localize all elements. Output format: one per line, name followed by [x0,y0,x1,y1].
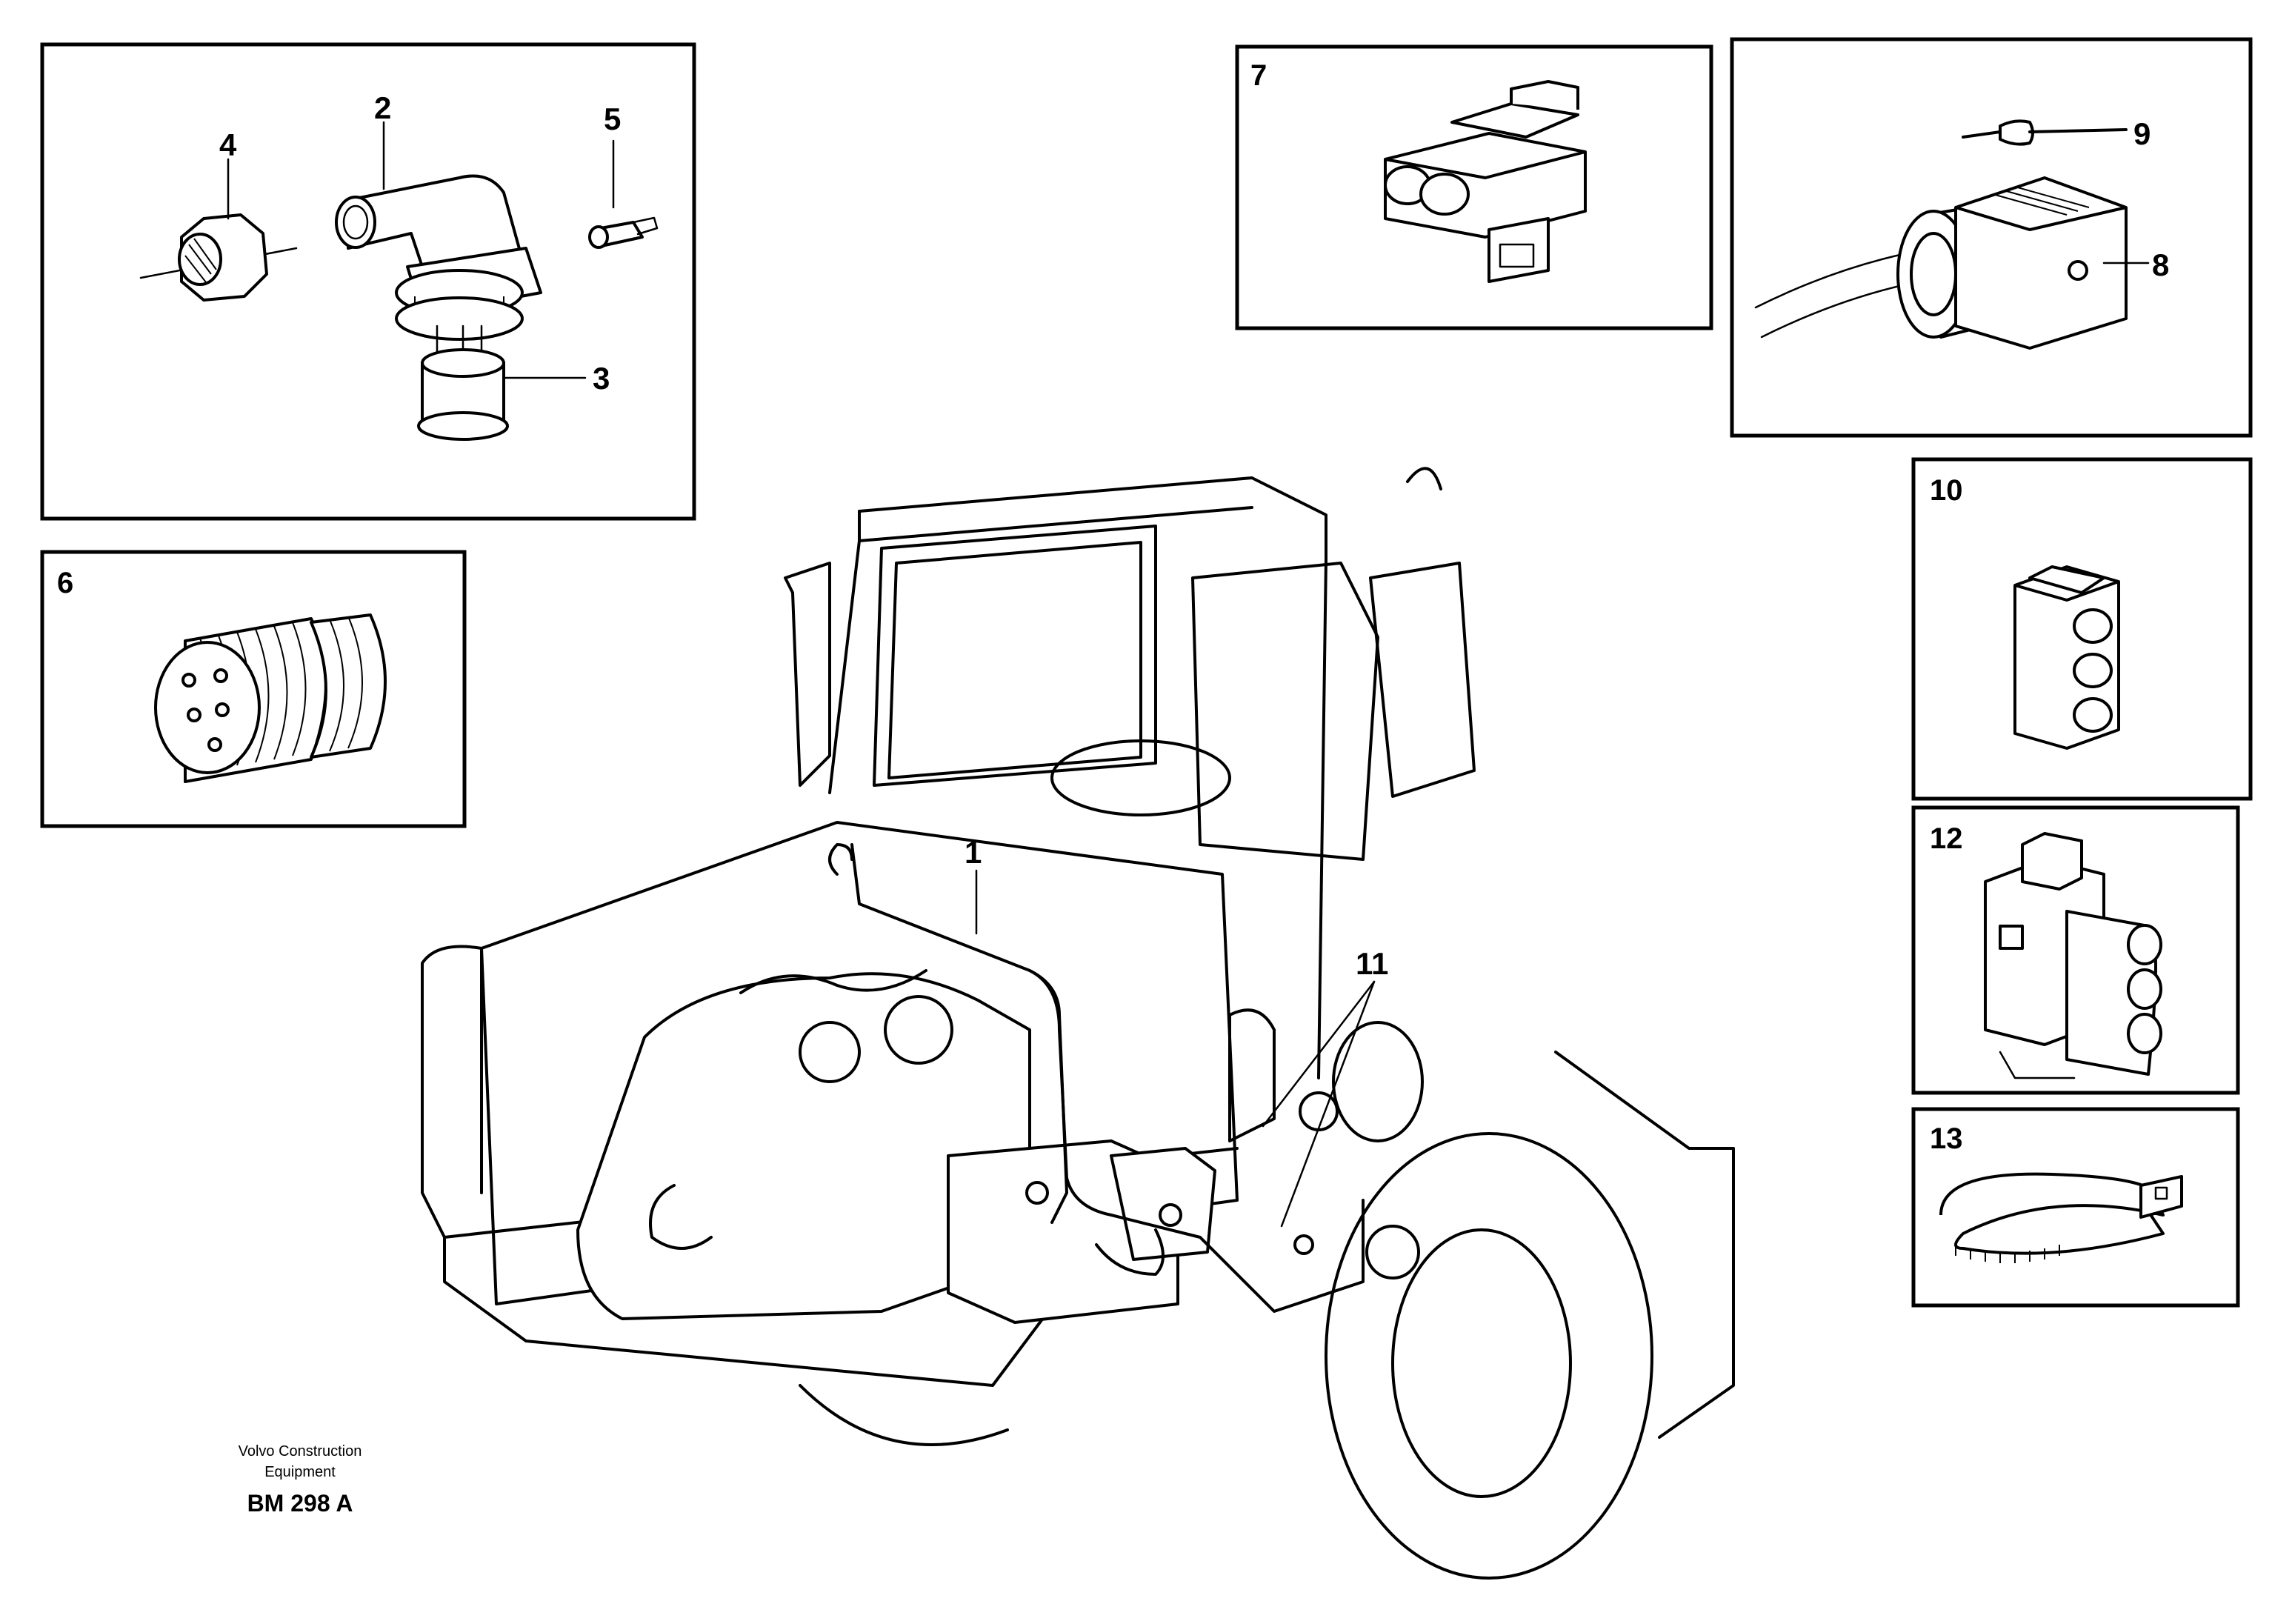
panel-label-7: 7 [1250,59,1267,92]
panel-label-13: 13 [1930,1122,1963,1155]
terminal-part [588,216,659,249]
round-connector-part [154,613,387,783]
drawing-reference: BM 298 A [247,1490,353,1517]
callout-4: 4 [219,127,237,162]
panel-connector-parts: 4 2 3 5 [40,42,696,521]
panel-label-6: 6 [57,567,73,599]
elbow-part [335,174,542,341]
angle-connector-part [1754,176,2128,350]
bracket-connector-part [1984,832,2162,1079]
panel-cable-tie: 13 [1911,1107,2240,1308]
machine-illustration [421,467,1735,1580]
nut-part [139,213,298,302]
panel-angle-connector: 9 8 [1730,37,2253,438]
maker-name-line1: Volvo Construction [239,1443,362,1460]
panel-3pin-connector: 10 [1911,457,2253,801]
callout-11: 11 [1356,946,1388,981]
panel-round-connector: 6 [40,550,467,828]
callout-1: 1 [965,835,982,870]
panel-label-12: 12 [1930,822,1963,855]
callout-2: 2 [374,90,391,125]
callout-5: 5 [604,102,621,136]
panel-2pin-connector: 7 [1235,44,1713,330]
three-pin-connector-part [2013,565,2120,750]
panel-label-10: 10 [1930,474,1963,507]
callout-3: 3 [593,361,610,396]
callout-9: 9 [2133,116,2151,151]
maker-name-line2: Equipment [264,1464,336,1480]
panel-3pin-bracket-connector: 12 [1911,805,2240,1095]
two-pin-connector-part [1384,80,1587,283]
resistor-part [1962,119,2128,146]
cable-tie-part [1939,1172,2183,1263]
callout-8: 8 [2152,247,2169,282]
sensor-cap-part [417,325,509,441]
